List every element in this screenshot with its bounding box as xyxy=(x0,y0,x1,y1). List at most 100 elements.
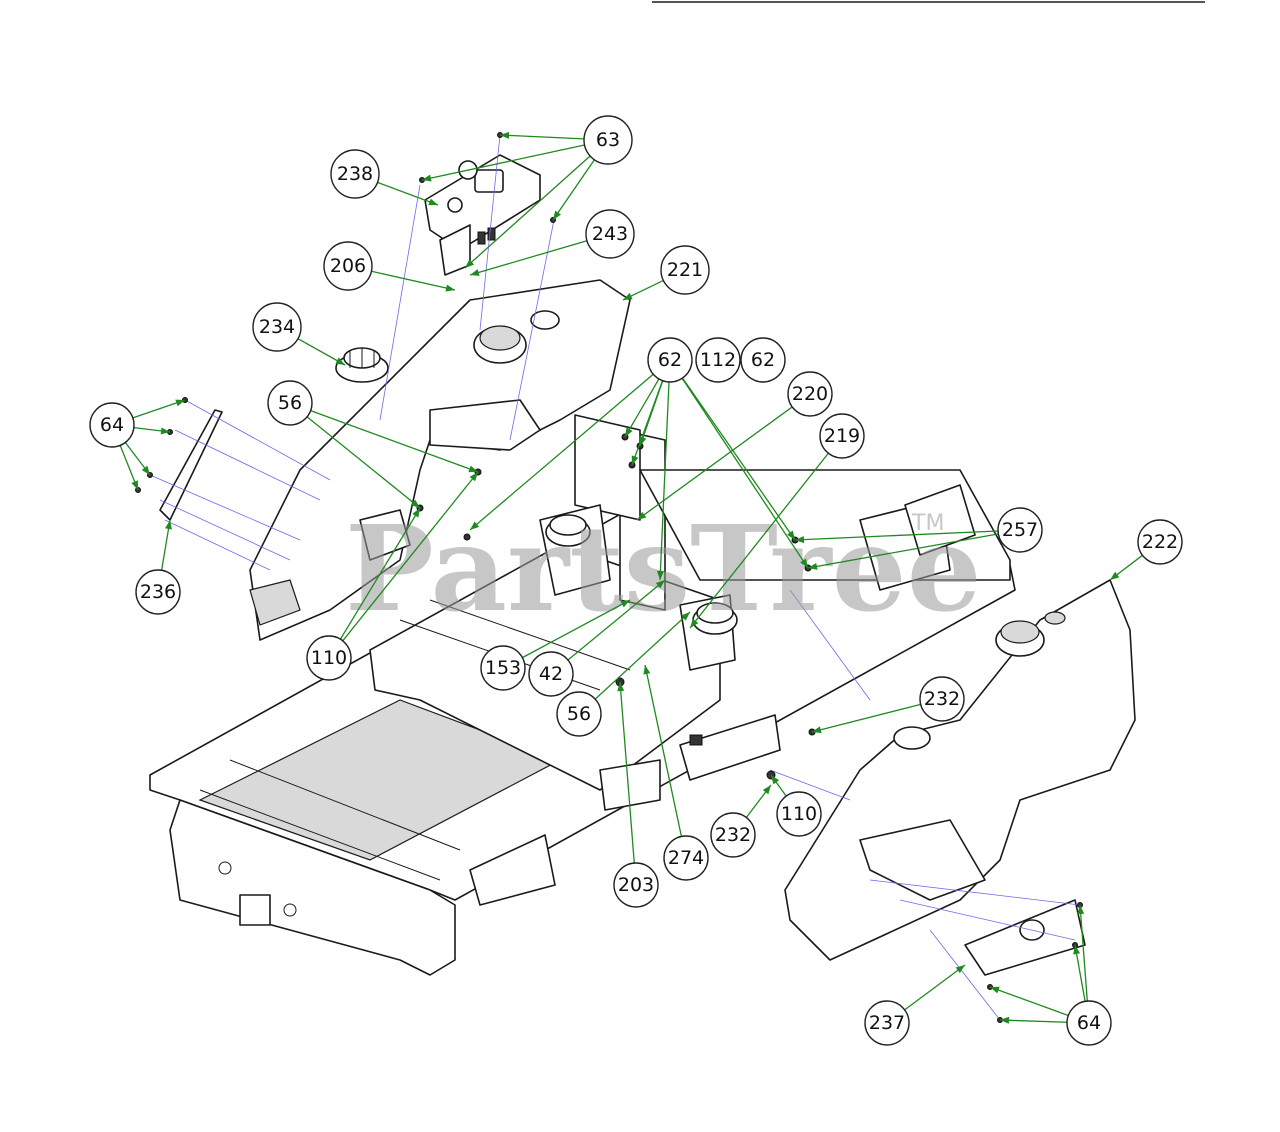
callout-circle xyxy=(864,1000,910,1046)
callout-circle xyxy=(710,812,756,858)
leader-line xyxy=(624,378,660,438)
leader-arrowhead xyxy=(631,455,639,465)
leader-line xyxy=(636,406,793,521)
leader-arrowhead xyxy=(795,536,805,544)
leader-arrowhead xyxy=(1000,1016,1010,1024)
leader-line xyxy=(377,181,439,206)
callout-label: 56 xyxy=(567,703,591,725)
leader-arrowhead xyxy=(131,480,138,490)
leader-arrowhead xyxy=(469,472,478,482)
leader-arrowhead xyxy=(955,965,965,974)
callout-label: 63 xyxy=(596,129,620,151)
leader-line xyxy=(631,380,664,466)
callout-circle xyxy=(740,337,786,383)
callout-42: 42 xyxy=(528,651,574,697)
leader-line xyxy=(1079,904,1088,1002)
leader-arrowhead xyxy=(1073,945,1081,955)
leader-arrowhead xyxy=(637,511,647,520)
callout-label: 232 xyxy=(715,824,751,846)
left-side-bracket xyxy=(149,399,331,571)
right-fender-tank xyxy=(784,579,1136,961)
callout-circle xyxy=(556,691,602,737)
callout-56: 56 xyxy=(556,691,602,737)
leader-arrowhead xyxy=(422,174,432,182)
callout-221: 221 xyxy=(660,245,710,295)
leader-line xyxy=(689,452,829,629)
leader-arrowhead xyxy=(410,499,420,508)
leader-arrowhead xyxy=(465,259,475,268)
leader-line xyxy=(904,964,966,1011)
leader-arrowhead xyxy=(620,600,630,608)
callout-206: 206 xyxy=(323,241,373,291)
leader-line xyxy=(421,144,585,181)
leader-line xyxy=(567,579,666,661)
leader-lines xyxy=(119,131,1143,1024)
callout-219: 219 xyxy=(819,413,865,459)
callout-label: 206 xyxy=(330,255,366,277)
leader-line xyxy=(310,409,479,473)
leader-arrowhead xyxy=(623,292,633,300)
callout-circle xyxy=(267,380,313,426)
leader-line xyxy=(989,986,1069,1017)
fuel-cap-left xyxy=(545,514,591,547)
callout-circle xyxy=(323,241,373,291)
leader-line xyxy=(811,703,921,733)
leader-line xyxy=(594,611,691,700)
callout-label: 257 xyxy=(1002,519,1038,541)
leader-arrowhead xyxy=(468,465,478,473)
callout-label: 42 xyxy=(539,663,563,685)
callout-circle xyxy=(663,835,709,881)
watermark-tm: TM xyxy=(911,511,944,536)
callout-234: 234 xyxy=(252,302,302,352)
callout-label: 112 xyxy=(700,349,736,371)
leader-arrowhead xyxy=(165,520,172,530)
callout-238: 238 xyxy=(330,149,380,199)
callout-circle xyxy=(787,371,833,417)
callout-circle xyxy=(528,651,574,697)
leader-arrowhead xyxy=(808,562,818,570)
callout-circle xyxy=(819,413,865,459)
callout-label: 220 xyxy=(792,383,828,405)
callout-circle xyxy=(480,645,526,691)
leader-line xyxy=(132,399,186,419)
leader-arrowhead xyxy=(681,612,690,621)
leader-arrowhead xyxy=(470,521,480,530)
callout-64: 64 xyxy=(89,402,135,448)
leader-line xyxy=(794,530,999,541)
leader-arrowhead xyxy=(553,210,561,220)
leader-arrowhead xyxy=(175,399,185,407)
callout-circle xyxy=(585,209,635,259)
leader-arrowhead xyxy=(690,618,699,628)
leader-line xyxy=(339,507,421,640)
callout-243: 243 xyxy=(585,209,635,259)
leader-arrowhead xyxy=(786,530,795,540)
leader-arrowhead xyxy=(617,682,625,692)
leader-arrowhead xyxy=(625,427,633,437)
leader-line xyxy=(306,416,421,509)
callout-circle xyxy=(647,337,693,383)
leader-line xyxy=(499,134,585,140)
callout-label: 274 xyxy=(668,847,704,869)
callout-274: 274 xyxy=(663,835,709,881)
leader-line xyxy=(619,681,635,864)
leader-arrowhead xyxy=(990,986,1000,994)
callout-circle xyxy=(1137,519,1183,565)
callout-label: 243 xyxy=(592,223,628,245)
leader-line xyxy=(342,471,479,642)
leader-line xyxy=(522,599,631,659)
callout-circle xyxy=(695,337,741,383)
callout-110: 110 xyxy=(306,635,352,681)
callout-circle xyxy=(919,676,965,722)
leader-arrowhead xyxy=(643,665,651,675)
callout-circle xyxy=(660,245,710,295)
callout-label: 64 xyxy=(1077,1012,1101,1034)
callout-label: 64 xyxy=(100,414,124,436)
leader-arrowhead xyxy=(141,465,150,475)
leader-line xyxy=(464,155,591,269)
callout-label: 222 xyxy=(1142,531,1178,553)
callout-63: 63 xyxy=(583,115,633,165)
callout-110: 110 xyxy=(776,791,822,837)
leader-line xyxy=(469,240,588,276)
callout-label: 234 xyxy=(259,316,295,338)
